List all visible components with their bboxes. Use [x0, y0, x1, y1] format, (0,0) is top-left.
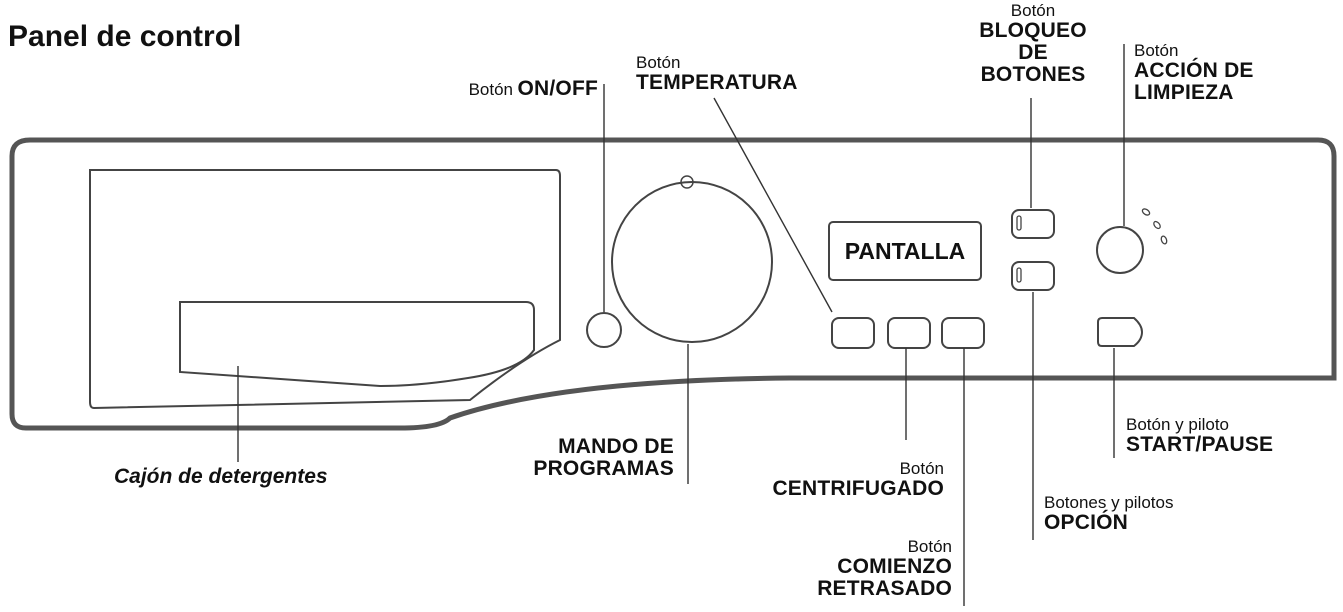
label-on-off-small: Botón [468, 80, 514, 99]
label-button-lock: Botón BLOQUEO DE BOTONES [950, 2, 1116, 86]
label-start-pause-small: Botón y piloto [1126, 415, 1230, 434]
leader-lines [237, 44, 1125, 606]
label-cleaning-big-1: ACCIÓN DE [1134, 58, 1254, 82]
label-button-lock-big-3: BOTONES [980, 62, 1086, 86]
page-title: Panel de control [8, 20, 242, 53]
display-label: PANTALLA [844, 237, 966, 264]
on-off-button [586, 312, 622, 348]
label-delay-start: Botón COMIENZO RETRASADO [760, 538, 952, 600]
temperature-button [831, 317, 875, 349]
display-frame [828, 221, 982, 281]
spin-button [887, 317, 931, 349]
label-delay-start-small: Botón [907, 537, 952, 556]
cleaning-knob [1096, 226, 1144, 274]
detergent-drawer [89, 169, 561, 410]
label-program-knob-big-1: MANDO DE [558, 435, 674, 458]
label-spin-big: CENTRIFUGADO [772, 476, 944, 500]
label-detergent-drawer: Cajón de detergentes [114, 465, 328, 488]
label-cleaning: Botón ACCIÓN DE LIMPIEZA [1134, 42, 1254, 104]
start-pause-button [1097, 317, 1144, 347]
cleaning-led-3 [1160, 235, 1168, 245]
leader-temperature [713, 97, 833, 313]
label-spin-small: Botón [899, 459, 944, 478]
label-start-pause: Botón y piloto START/PAUSE [1126, 416, 1273, 456]
label-on-off-big: ON/OFF [517, 77, 598, 100]
label-temperature-big: TEMPERATURA [636, 70, 798, 94]
cleaning-led-2 [1153, 220, 1161, 230]
option-led-2 [1016, 267, 1022, 283]
label-temperature-small: Botón [636, 53, 681, 72]
label-option-small: Botones y pilotos [1044, 493, 1174, 512]
label-program-knob-big-2: PROGRAMAS [533, 457, 674, 481]
label-button-lock-small: Botón [1010, 1, 1056, 20]
label-option: Botones y pilotos OPCIÓN [1044, 494, 1173, 534]
cleaning-led-1 [1141, 208, 1151, 216]
label-delay-start-big-1: COMIENZO [837, 554, 952, 578]
delay-start-button [941, 317, 985, 349]
label-program-knob: MANDO DE PROGRAMAS [470, 435, 674, 481]
label-option-big: OPCIÓN [1044, 510, 1129, 534]
label-on-off: Botón ON/OFF [420, 77, 598, 100]
label-start-pause-big: START/PAUSE [1126, 432, 1274, 456]
option-button [1011, 261, 1055, 291]
label-delay-start-big-2: RETRASADO [817, 576, 952, 600]
option-led-1 [1016, 215, 1022, 231]
drawer-handle [179, 301, 535, 388]
label-button-lock-big-1: BLOQUEO [979, 18, 1087, 42]
panel-outline [9, 137, 1337, 431]
label-cleaning-big-2: LIMPIEZA [1134, 80, 1234, 104]
label-button-lock-big-2: DE [1018, 40, 1048, 64]
knob-indicator [680, 175, 694, 189]
program-knob [611, 181, 773, 343]
button-lock-button [1011, 209, 1055, 239]
label-temperature: Botón TEMPERATURA [636, 54, 798, 94]
label-cleaning-small: Botón [1134, 41, 1179, 60]
label-spin: Botón CENTRIFUGADO [700, 460, 944, 500]
